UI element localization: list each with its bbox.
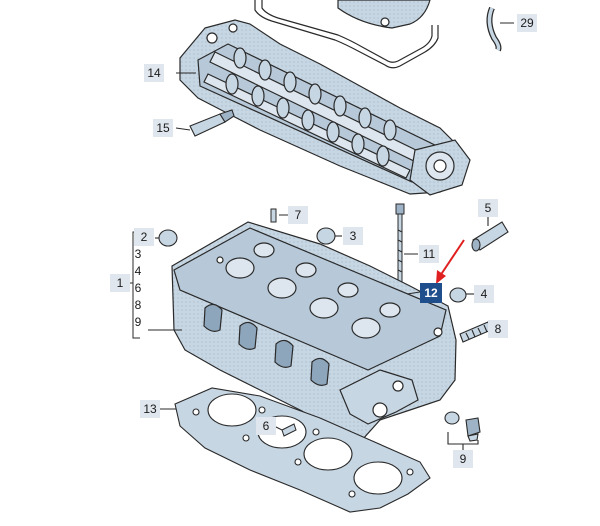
bracket-item-8[interactable]: 8 <box>134 298 142 312</box>
callout-1[interactable]: 1 <box>110 274 130 292</box>
valve-cover <box>337 0 431 29</box>
callout-29[interactable]: 29 <box>517 14 537 32</box>
drain-plug-part-9 <box>444 411 481 450</box>
sleeve-part-5 <box>471 215 509 252</box>
callout-6[interactable]: 6 <box>256 417 276 435</box>
callout-2[interactable]: 2 <box>134 228 154 246</box>
plug-part-4-right <box>449 287 474 303</box>
tube-part-15 <box>175 109 235 137</box>
plugs-part-2-3 <box>155 227 342 247</box>
bracket-item-3[interactable]: 3 <box>134 247 142 261</box>
bracket-item-9[interactable]: 9 <box>134 315 142 329</box>
callout-14[interactable]: 14 <box>144 64 164 82</box>
hose-part-29 <box>486 6 514 52</box>
callout-15[interactable]: 15 <box>153 119 173 137</box>
callout-4[interactable]: 4 <box>474 285 494 303</box>
callout-7[interactable]: 7 <box>288 206 308 224</box>
callout-12[interactable]: 12 <box>420 283 442 303</box>
bracket-item-4[interactable]: 4 <box>134 264 142 278</box>
callout-3[interactable]: 3 <box>343 227 363 245</box>
callout-8[interactable]: 8 <box>488 320 508 338</box>
leader-part-12 <box>406 291 421 295</box>
callout-11[interactable]: 11 <box>419 245 439 263</box>
callout-13[interactable]: 13 <box>140 400 160 418</box>
camshaft-housing <box>176 19 471 196</box>
bracket-item-6[interactable]: 6 <box>134 281 142 295</box>
highlight-arrow <box>436 239 465 284</box>
callout-9[interactable]: 9 <box>453 450 473 468</box>
cylinder-head <box>171 221 457 441</box>
valve-cover-gasket <box>254 0 439 69</box>
callout-5[interactable]: 5 <box>478 199 498 217</box>
